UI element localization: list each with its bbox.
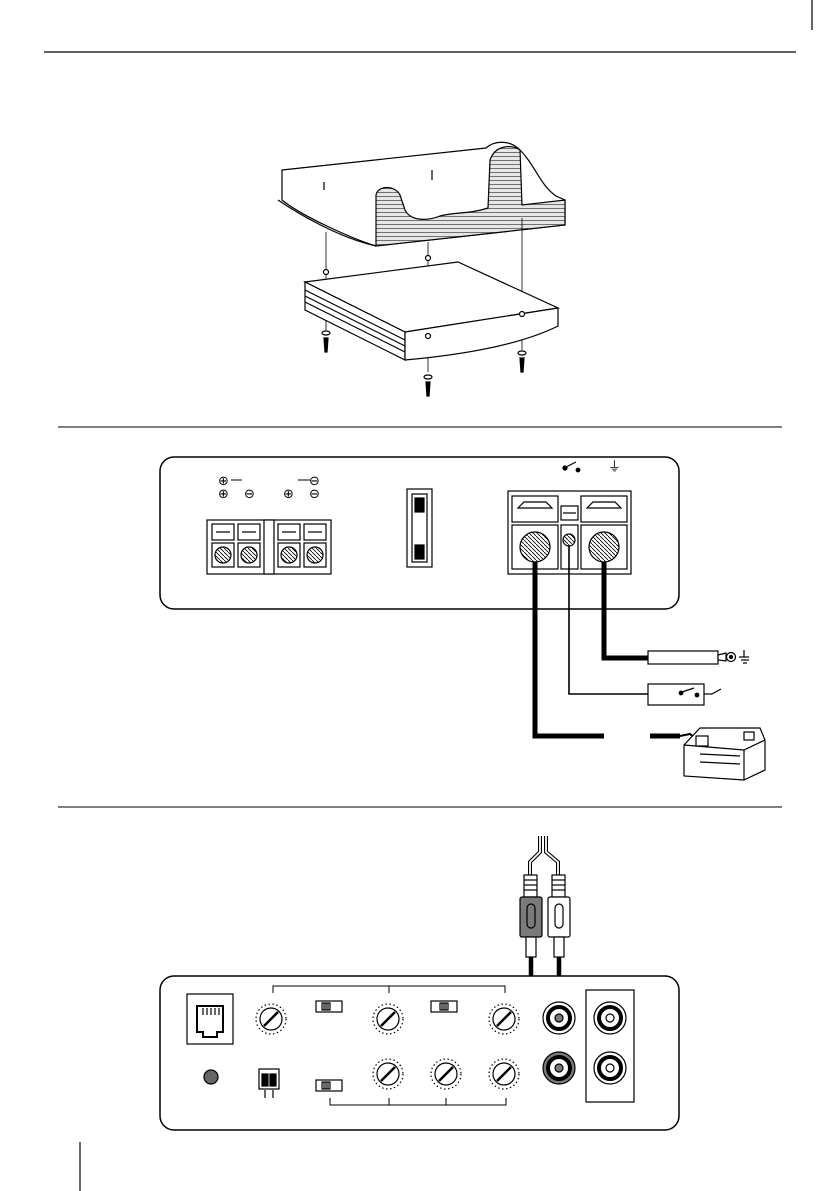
ch1-plus-symbol: ⊕ bbox=[218, 487, 229, 502]
slide-switch[interactable] bbox=[431, 1001, 457, 1012]
power-wiring-diagram: ⊕ ⊖ ⊕ ⊖ ⊕ ⊖ bbox=[160, 457, 765, 780]
rca-output-left[interactable] bbox=[594, 1052, 626, 1084]
rca-input-right[interactable] bbox=[543, 1002, 575, 1034]
slide-switch[interactable] bbox=[316, 1080, 342, 1091]
mounting-screw bbox=[518, 351, 526, 372]
input-wiring-diagram bbox=[160, 836, 679, 1130]
mounting-screw bbox=[322, 331, 330, 352]
speaker-terminal-block[interactable] bbox=[207, 520, 331, 574]
ground-symbol: ⏚ bbox=[608, 460, 621, 475]
power-led-icon bbox=[204, 1070, 218, 1084]
rca-plug-left bbox=[520, 875, 542, 957]
lowpass-knob[interactable] bbox=[431, 1059, 461, 1089]
rca-output-right[interactable] bbox=[594, 1002, 626, 1034]
subsonic-knob[interactable] bbox=[373, 1059, 403, 1089]
crossover-knob[interactable] bbox=[373, 1004, 403, 1034]
mounting-screw bbox=[424, 375, 432, 396]
car-battery-icon bbox=[680, 728, 765, 780]
remote-switch-box bbox=[648, 684, 721, 705]
rca-output-jacks[interactable] bbox=[586, 990, 634, 1102]
rca-input-left[interactable] bbox=[543, 1052, 575, 1084]
slide-switch[interactable] bbox=[316, 1001, 342, 1012]
fuse-holder[interactable] bbox=[407, 489, 432, 567]
ch2-plus-symbol: ⊕ bbox=[283, 487, 294, 502]
gain-knob[interactable] bbox=[256, 1004, 286, 1034]
speaker-terminal[interactable] bbox=[304, 524, 326, 567]
bass-boost-knob[interactable] bbox=[489, 1004, 519, 1034]
ch1-minus-symbol: ⊖ bbox=[244, 487, 255, 502]
speaker-terminal[interactable] bbox=[278, 524, 300, 567]
speaker-terminal[interactable] bbox=[212, 524, 234, 567]
ground-wire-end bbox=[648, 650, 749, 664]
ch2-minus-symbol: ⊖ bbox=[309, 487, 320, 502]
phase-knob[interactable] bbox=[489, 1059, 519, 1089]
rca-plug-right bbox=[548, 875, 570, 957]
speaker-terminal[interactable] bbox=[238, 524, 260, 567]
remote-control-jack[interactable] bbox=[187, 994, 233, 1044]
mounting-diagram bbox=[278, 142, 565, 396]
